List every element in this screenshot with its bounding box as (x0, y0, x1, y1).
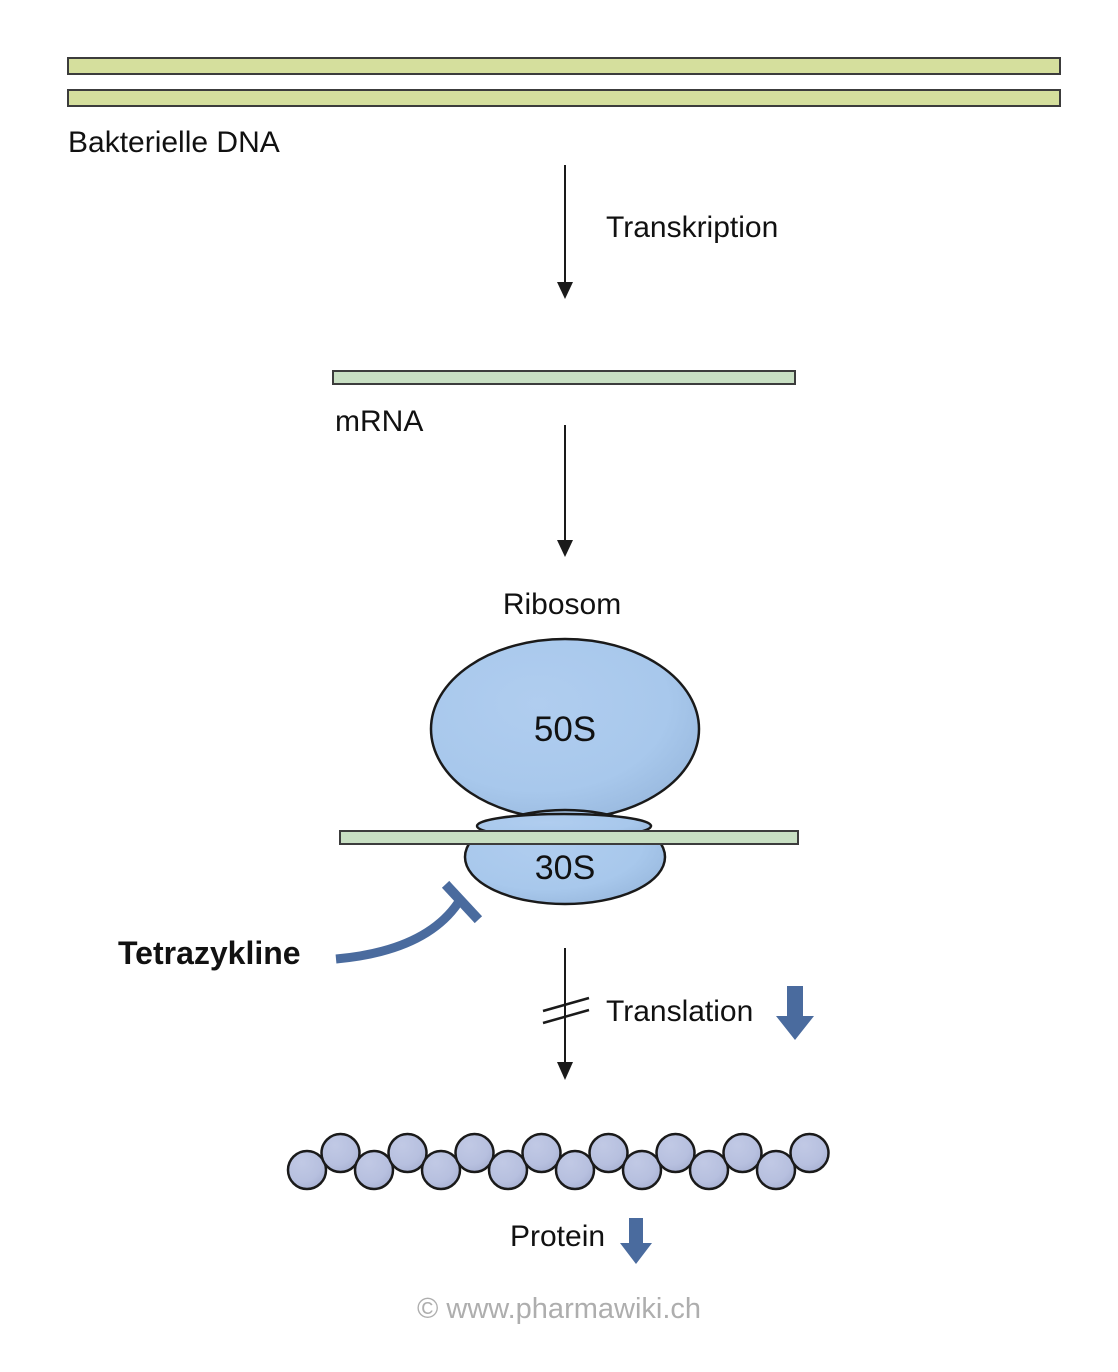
dna-strand-bottom (67, 89, 1061, 107)
block-slash-1 (542, 996, 590, 1013)
protein-bead (688, 1149, 730, 1191)
tetracycline-label: Tetrazykline (118, 935, 301, 971)
mrna-through-ribosome (339, 830, 799, 845)
protein-bead (789, 1132, 830, 1174)
transcription-label: Transkription (606, 211, 779, 244)
protein-bead (454, 1132, 495, 1174)
protein-bead (320, 1132, 361, 1174)
mrna-strand (332, 370, 796, 385)
mrna-to-ribosome-arrow (557, 425, 573, 557)
protein-bead (286, 1149, 328, 1191)
translation-label: Translation (606, 995, 754, 1028)
inhibition-bar (441, 880, 483, 924)
protein-label: Protein (510, 1220, 606, 1253)
bacterial-dna-label: Bakterielle DNA (68, 126, 280, 159)
protein-chain (286, 1132, 830, 1191)
subunit-30s-label: 30S (534, 849, 596, 887)
protein-bead (353, 1149, 395, 1191)
tetracycline-inhibitor-arrow (335, 880, 483, 964)
protein-bead (387, 1132, 428, 1174)
mrna-label: mRNA (335, 405, 424, 438)
transcription-arrow (557, 165, 573, 299)
protein-bead (521, 1132, 562, 1174)
translation-decrease-icon (776, 986, 814, 1040)
protein-bead (621, 1149, 663, 1191)
protein-bead (755, 1149, 797, 1191)
protein-decrease-icon (620, 1218, 652, 1264)
protein-bead (722, 1132, 763, 1174)
copyright-watermark: © www.pharmawiki.ch (416, 1293, 702, 1325)
protein-bead (655, 1132, 696, 1174)
ribosome-label: Ribosom (502, 588, 622, 621)
translation-arrow-blocked (542, 948, 590, 1080)
protein-bead (487, 1149, 529, 1191)
subunit-50s-label: 50S (533, 710, 597, 749)
dna-strand-top (67, 57, 1061, 75)
ribosome (339, 637, 799, 906)
protein-bead (588, 1132, 629, 1174)
protein-bead (554, 1149, 596, 1191)
protein-bead (420, 1149, 462, 1191)
block-slash-2 (542, 1008, 590, 1025)
